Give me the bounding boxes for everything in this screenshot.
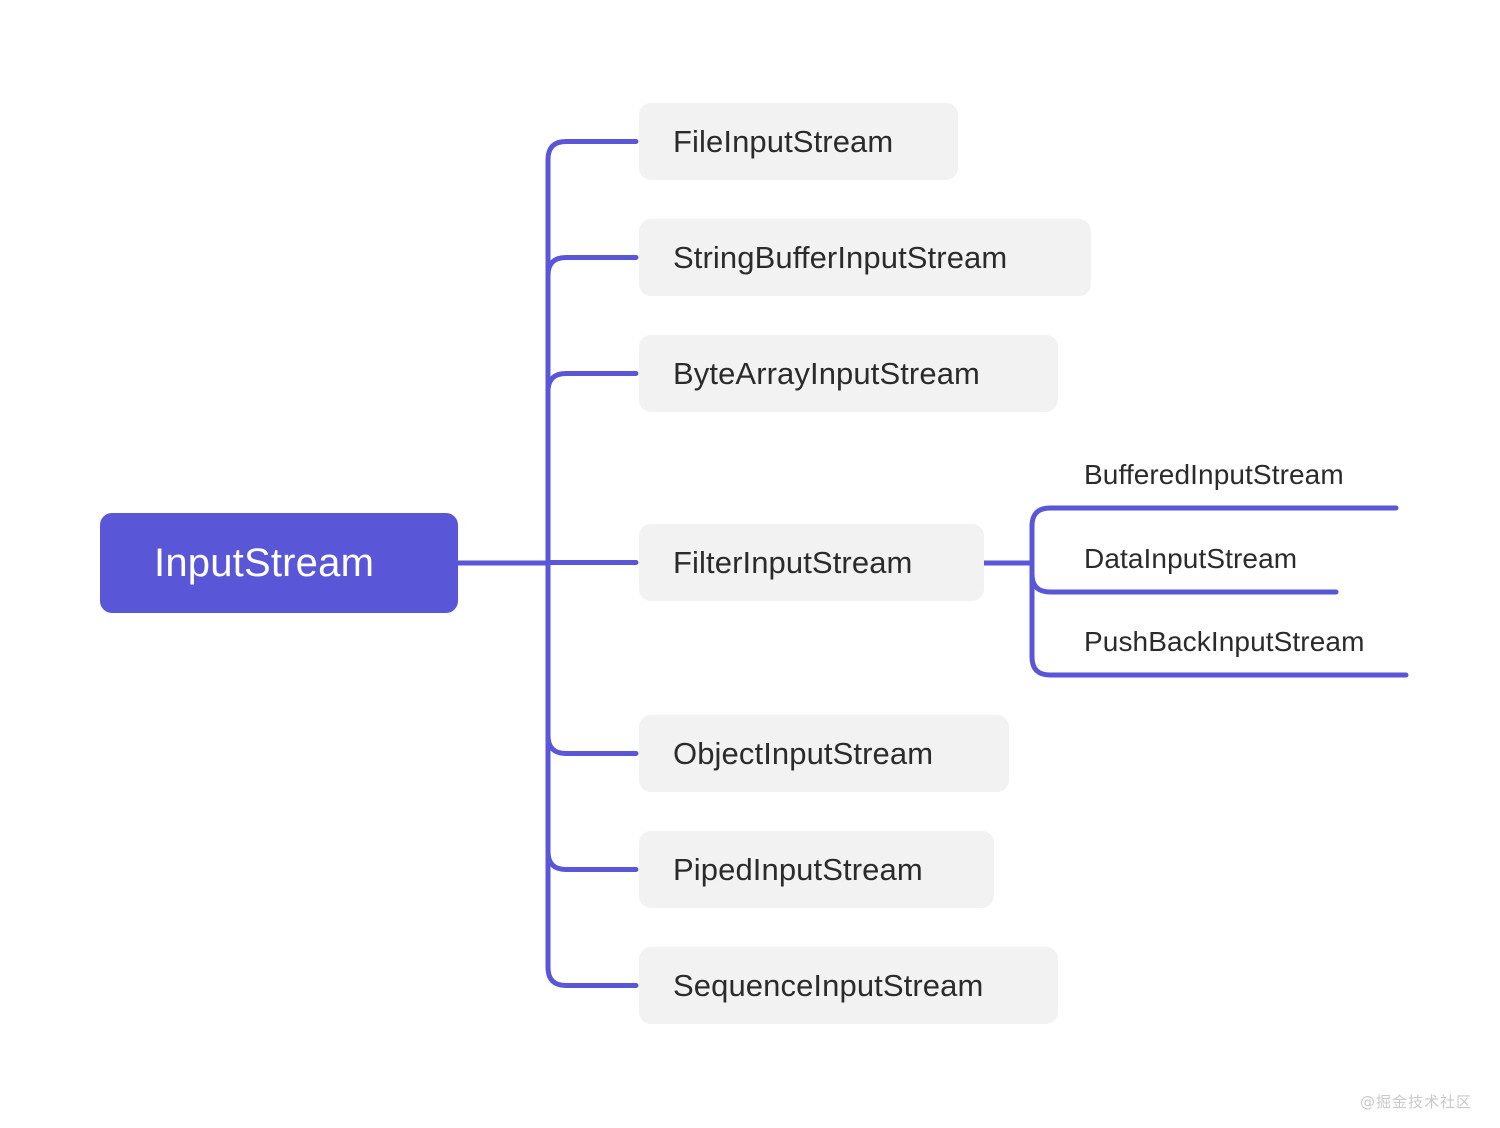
level2-node-label: FileInputStream <box>673 123 894 159</box>
root-node-inputstream[interactable]: InputStream <box>100 513 458 613</box>
level2-node-label: ObjectInputStream <box>673 735 934 771</box>
level3-node[interactable]: DataInputStream <box>1084 543 1297 583</box>
edge-to-level2-4 <box>545 733 639 756</box>
level2-node[interactable]: SequenceInputStream <box>639 947 1058 1024</box>
edge-to-level2-0 <box>545 139 639 162</box>
level3-node-label: BufferedInputStream <box>1084 459 1344 490</box>
level2-node[interactable]: ObjectInputStream <box>639 715 1009 792</box>
level2-node-label: FilterInputStream <box>673 544 913 580</box>
root-node-label: InputStream <box>154 540 375 585</box>
level3-node-label: DataInputStream <box>1084 543 1298 574</box>
level2-node-label: ByteArrayInputStream <box>673 355 980 391</box>
level2-node[interactable]: ByteArrayInputStream <box>639 335 1058 412</box>
level2-node-label: SequenceInputStream <box>673 967 984 1003</box>
level2-node-label: StringBufferInputStream <box>673 239 1008 275</box>
level2-node-label: PipedInputStream <box>673 851 923 887</box>
edge-to-level2-1 <box>545 255 639 278</box>
level3-node-label: PushBackInputStream <box>1084 626 1365 657</box>
level2-node[interactable]: PipedInputStream <box>639 831 994 908</box>
edge-to-level3-0 <box>1029 505 1399 529</box>
level3-node[interactable]: PushBackInputStream <box>1084 626 1365 666</box>
watermark-label: @掘金技术社区 <box>1359 1093 1472 1111</box>
level2-node[interactable]: FilterInputStream <box>639 524 984 601</box>
level2-node[interactable]: StringBufferInputStream <box>639 219 1091 296</box>
edge-to-level2-6 <box>545 965 639 988</box>
edge-to-level2-2 <box>545 371 639 394</box>
level3-node[interactable]: BufferedInputStream <box>1084 459 1344 499</box>
level2-node[interactable]: FileInputStream <box>639 103 958 180</box>
edge-to-level2-5 <box>545 849 639 872</box>
